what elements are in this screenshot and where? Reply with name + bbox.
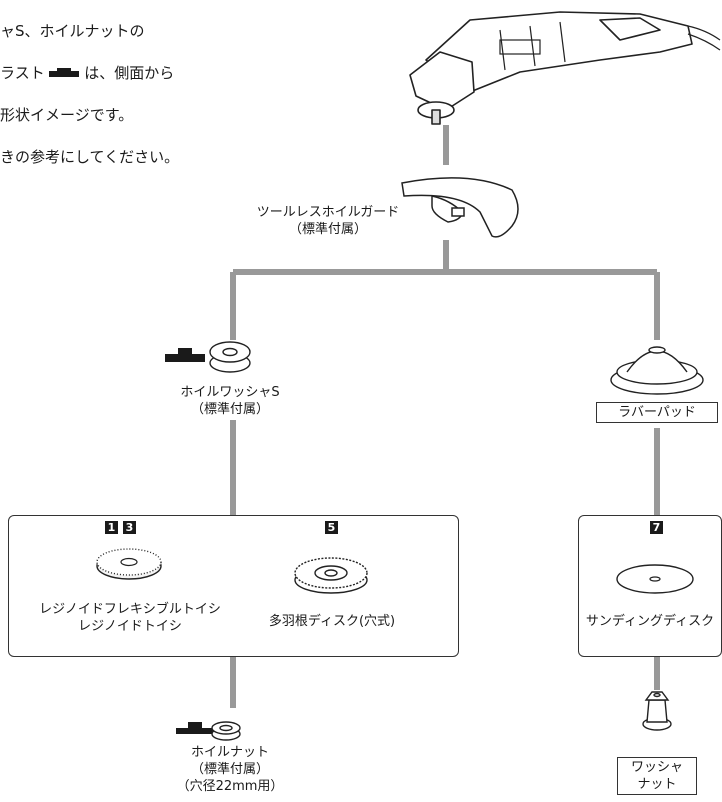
sanding-disc-label: サンディングディスク — [585, 614, 715, 629]
note-line-1: ャS、ホイルナットの — [0, 22, 145, 40]
wheel-nut-sub: （標準付属） — [190, 762, 269, 777]
wheel-nut-hole: （穴径22mm用） — [176, 779, 284, 794]
guard-label: ツールレスホイルガード （標準付属） — [228, 204, 428, 238]
washer-nut-line1: ワッシャ — [630, 760, 683, 775]
guard-sub: （標準付属） — [288, 222, 367, 237]
washer-s-sub: （標準付属） — [190, 402, 269, 417]
wheel-group-box — [8, 515, 459, 657]
note-line-2: ラスト は、側面から — [0, 63, 179, 84]
note-line-4: きの参考にしてください。 — [0, 148, 180, 166]
note-line-2-pre: ラスト — [0, 64, 45, 82]
note-line-3: 形状イメージです。 — [0, 106, 134, 124]
badge-3: 3 — [123, 521, 136, 534]
wheel-nut-label: ホイルナット （標準付属） （穴径22mm用） — [150, 744, 310, 795]
washer-s-label: ホイルワッシャS （標準付属） — [150, 384, 310, 418]
resinoid-wheel-name: レジノイドトイシ — [78, 619, 182, 634]
washer-nut-line2: ナット — [637, 777, 677, 792]
washer-profile-icon — [49, 63, 80, 84]
flex-wheel-label: レジノイドフレキシブルトイシ レジノイドトイシ — [20, 601, 240, 635]
badge-1: 1 — [105, 521, 118, 534]
badge-5: 5 — [325, 521, 338, 534]
flap-disc-label: 多羽根ディスク(穴式) — [268, 614, 396, 629]
rubber-pad-label: ラバーパッド — [596, 402, 718, 423]
flex-wheel-name: レジノイドフレキシブルトイシ — [39, 602, 221, 617]
sanding-group-box — [578, 515, 722, 657]
wheel-nut-name: ホイルナット — [190, 745, 269, 760]
washer-s-name: ホイルワッシャS — [180, 385, 280, 400]
badge-7: 7 — [650, 521, 663, 534]
note-line-2-post: は、側面から — [79, 64, 175, 82]
washer-nut-label: ワッシャ ナット — [617, 757, 697, 795]
guard-name: ツールレスホイルガード — [256, 205, 400, 220]
note-text: ャS、ホイルナットの ラスト は、側面から 形状イメージです。 きの参考にしてく… — [0, 0, 179, 189]
